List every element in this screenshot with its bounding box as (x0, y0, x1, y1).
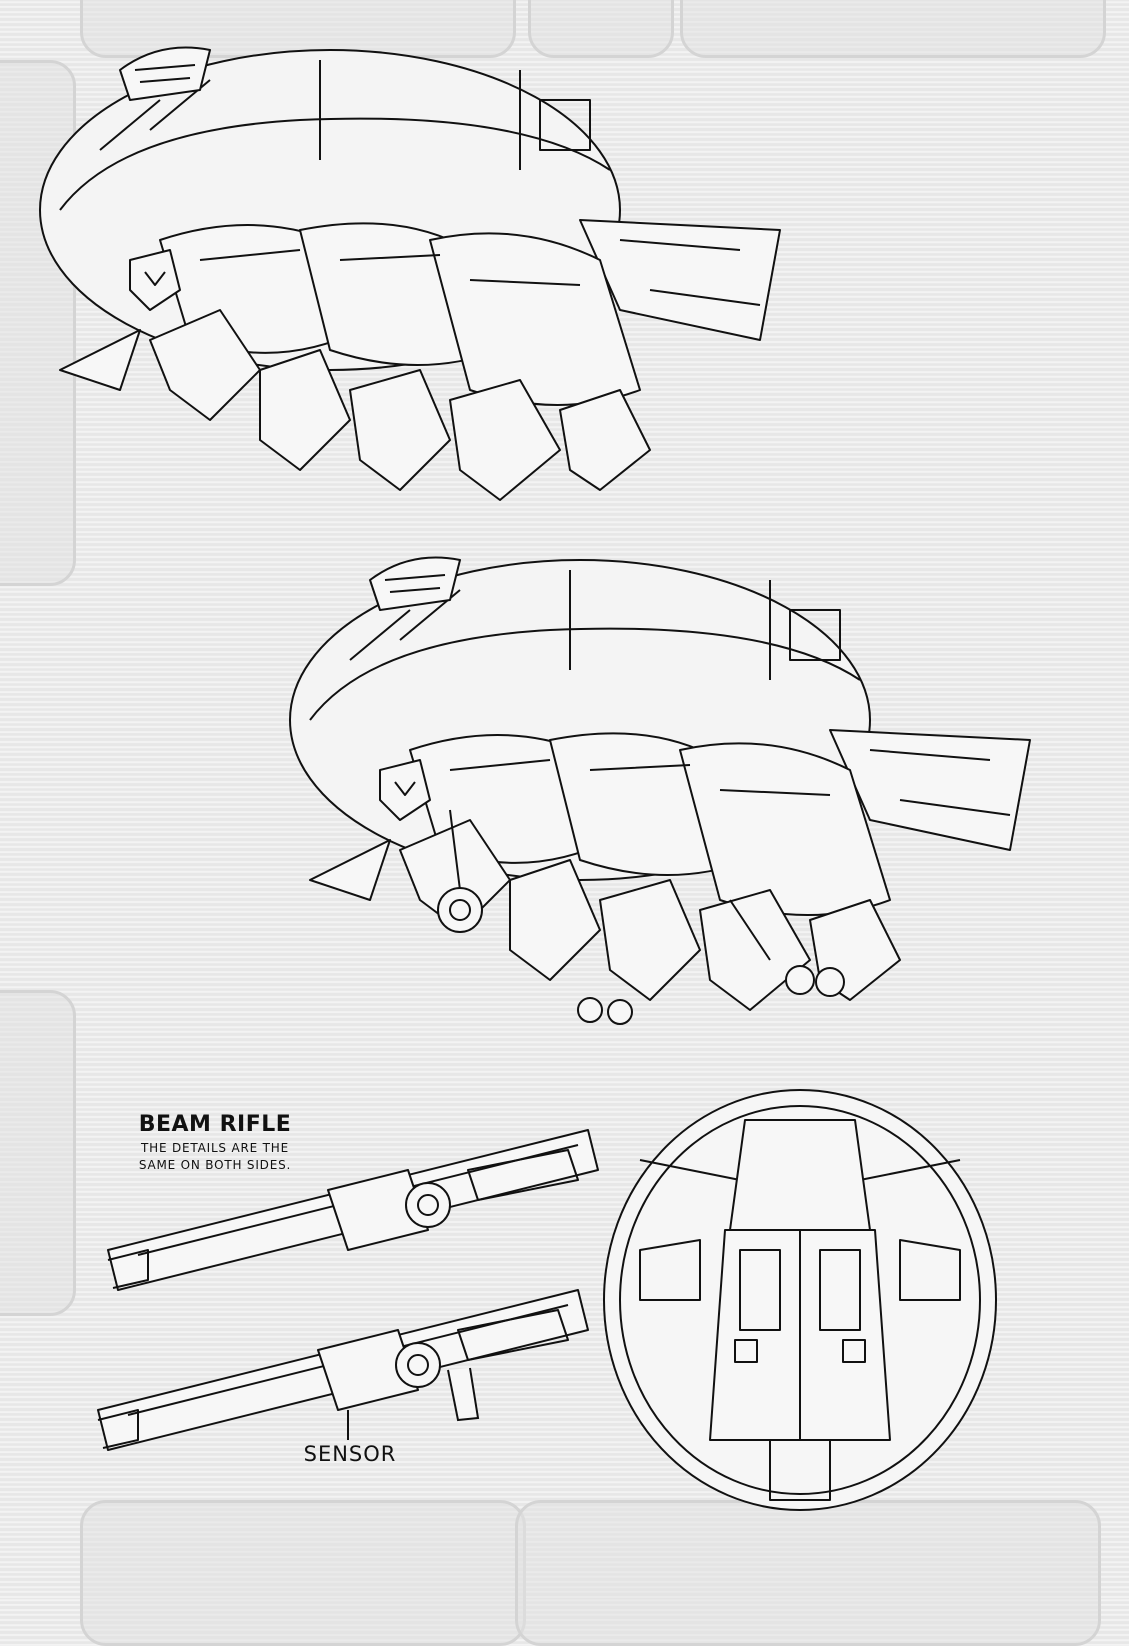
bg-frame-top-right (680, 0, 1106, 58)
line-art (39, 46, 1031, 1511)
beam-rifle-note-line1: THE DETAILS ARE THE (141, 1141, 289, 1155)
sensor-callout: SENSOR (303, 1442, 397, 1466)
plan-view (603, 1089, 997, 1511)
beam-rifle-note-line2: SAME ON BOTH SIDES. (138, 1158, 292, 1172)
beam-rifle-title: BEAM RIFLE (138, 1112, 292, 1137)
bg-frame-top-mid (528, 0, 674, 58)
bg-frame-left-lower (0, 990, 76, 1316)
beam-rifle-lower (97, 1289, 589, 1451)
ship-top-view-2-with-landing-gear (289, 556, 1031, 1025)
ship-top-view-1 (39, 46, 781, 501)
